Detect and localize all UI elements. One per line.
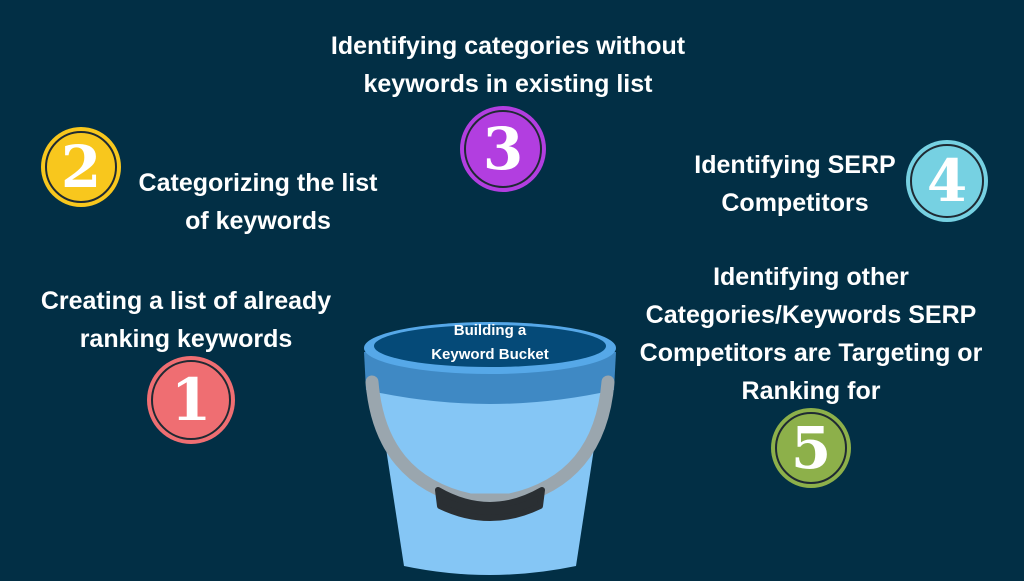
step-1-text: Creating a list of already ranking keywo…: [16, 282, 356, 358]
step-5-number: 5: [790, 414, 832, 482]
step-1-line-2: ranking keywords: [79, 325, 293, 353]
step-5-line-2: Categories/Keywords SERP: [645, 301, 977, 329]
step-3-badge: 3: [460, 106, 546, 192]
step-1-line-1: Creating a list of already: [40, 287, 332, 315]
step-4-text: Identifying SERP Competitors: [670, 146, 920, 222]
bucket-icon: [364, 322, 616, 575]
step-4-number: 4: [926, 147, 968, 215]
step-3-line-1: Identifying categories without: [330, 32, 686, 60]
step-5-text: Identifying other Categories/Keywords SE…: [610, 258, 1012, 410]
step-1-badge: 1: [147, 356, 235, 444]
step-5-line-4: Ranking for: [741, 377, 881, 405]
step-5-badge: 5: [771, 408, 851, 488]
step-3-number: 3: [482, 115, 524, 183]
step-2-number: 2: [60, 133, 102, 201]
step-4-badge: 4: [906, 140, 988, 222]
bucket-label-line-1: Building a: [453, 322, 527, 339]
step-4-line-2: Competitors: [721, 189, 869, 217]
bucket-label-line-2: Keyword Bucket: [431, 346, 549, 363]
step-2-badge: 2: [41, 127, 121, 207]
step-3-text: Identifying categories without keywords …: [258, 27, 758, 103]
step-5-line-3: Competitors are Targeting or: [639, 339, 983, 367]
step-1-number: 1: [170, 366, 212, 434]
step-2-line-1: Categorizing the list: [138, 169, 378, 197]
keyword-bucket: Building a Keyword Bucket: [350, 310, 630, 576]
step-2-text: Categorizing the list of keywords: [108, 164, 408, 240]
step-5-line-1: Identifying other: [713, 263, 909, 291]
step-2-line-2: of keywords: [185, 207, 331, 235]
step-3-line-2: keywords in existing list: [363, 70, 653, 98]
step-4-line-1: Identifying SERP: [694, 151, 896, 179]
